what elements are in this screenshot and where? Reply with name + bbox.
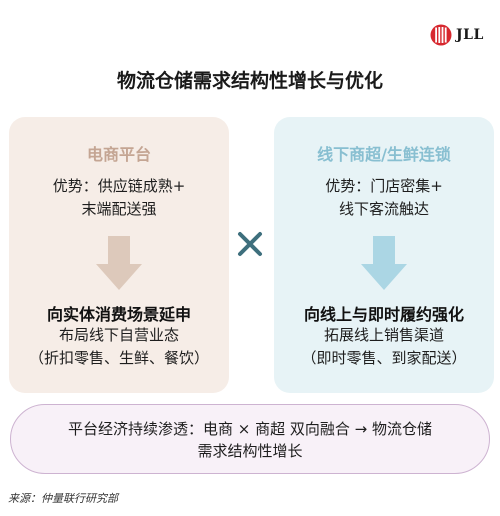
- ecommerce-panel: 电商平台 优势：供应链成熟+ 末端配送强 向实体消费场景延申 布局线下自营业态 …: [9, 117, 229, 393]
- ecommerce-advantage: 优势：供应链成熟+ 末端配送强: [9, 175, 229, 221]
- summary-line2: 需求结构性增长: [197, 442, 303, 460]
- brand-name: JLL: [456, 27, 484, 43]
- ecommerce-advantage-line1: 优势：供应链成熟+: [52, 177, 186, 195]
- offline-retail-panel: 线下商超/生鲜连锁 优势：门店密集+ 线下客流触达 向线上与即时履约强化 拓展线…: [274, 117, 494, 393]
- offline-retail-detail: 拓展线上销售渠道 （即时零售、到家配送）: [274, 324, 494, 370]
- multiply-icon: [238, 232, 262, 256]
- summary-line1: 平台经济持续渗透：电商 × 商超 双向融合 → 物流仓储: [68, 420, 432, 438]
- jll-logo-icon: [430, 24, 452, 46]
- offline-retail-detail-line1: 拓展线上销售渠道: [323, 326, 444, 344]
- ecommerce-direction: 向实体消费场景延申: [46, 305, 191, 324]
- ecommerce-detail-line2: （折扣零售、生鲜、餐饮）: [28, 349, 209, 367]
- down-arrow-icon: [96, 236, 142, 290]
- ecommerce-detail-line1: 布局线下自营业态: [58, 326, 179, 344]
- offline-retail-heading: 线下商超/生鲜连锁: [317, 145, 451, 164]
- ecommerce-heading: 电商平台: [86, 145, 151, 164]
- summary-text: 平台经济持续渗透：电商 × 商超 双向融合 → 物流仓储 需求结构性增长: [11, 418, 489, 462]
- summary-box: 平台经济持续渗透：电商 × 商超 双向融合 → 物流仓储 需求结构性增长: [10, 404, 490, 474]
- ecommerce-advantage-line2: 末端配送强: [81, 200, 157, 218]
- offline-retail-advantage: 优势：门店密集+ 线下客流触达: [274, 175, 494, 221]
- jll-logo: JLL: [430, 24, 484, 46]
- offline-retail-advantage-line1: 优势：门店密集+: [325, 177, 443, 195]
- ecommerce-detail: 布局线下自营业态 （折扣零售、生鲜、餐饮）: [9, 324, 229, 370]
- down-arrow-icon: [361, 236, 407, 290]
- offline-retail-direction: 向线上与即时履约强化: [303, 305, 464, 324]
- page-title: 物流仓储需求结构性增长与优化: [116, 70, 383, 92]
- offline-retail-advantage-line2: 线下客流触达: [338, 200, 429, 218]
- source-note: 来源：仲量联行研究部: [8, 492, 118, 505]
- offline-retail-detail-line2: （即时零售、到家配送）: [301, 349, 467, 367]
